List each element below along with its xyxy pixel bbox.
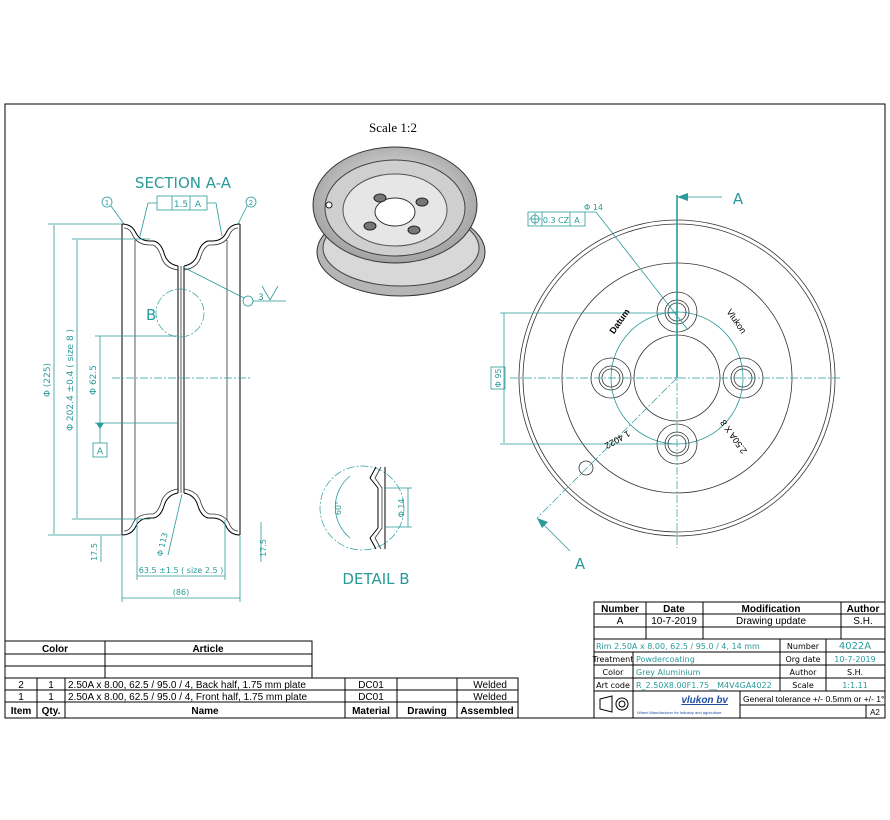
text-label: Treatment (592, 655, 634, 664)
text-label: 1 (48, 680, 54, 691)
drawing-number: 4022A (839, 641, 871, 652)
scale-label: Scale 1:2 (369, 120, 417, 135)
text-label: Material (352, 706, 390, 717)
detail-marker: B (146, 306, 156, 324)
dim-rim-width: 63.5 ±1.5 ( size 2.5 ) (139, 566, 223, 575)
company-logo: vlukon bv (681, 695, 729, 706)
text-label: Item (11, 706, 32, 717)
company-tagline: Wheel Manufacturer for industry and agri… (637, 710, 722, 715)
author-value: S.H. (847, 668, 863, 677)
text-label: Assembled (460, 706, 513, 717)
datum-a: A (97, 447, 104, 457)
position-tolerance-datum: A (574, 216, 580, 225)
projection-symbol-icon (599, 695, 629, 713)
text-label: Art code (596, 681, 630, 690)
section-cut-label-bottom: A (575, 555, 586, 573)
text-label: DC01 (358, 680, 384, 691)
dim-flange-left: 17.5 (90, 543, 99, 561)
text-label: Color (603, 668, 625, 677)
title-block: Number Date Modification Author A 10-7-2… (592, 601, 886, 719)
dim-bead-diameter: Φ 202.4 ±0.4 ( size 8 ) (66, 329, 76, 431)
text-label: 1 (18, 692, 24, 703)
text-label: Name (191, 706, 219, 717)
rev-number-header: Number (601, 604, 639, 615)
section-cut-label-top: A (733, 190, 744, 208)
bom-row: 2 1 2.50A x 8.00, 62.5 / 95.0 / 4, Back … (18, 680, 507, 691)
text-label: Number (787, 642, 820, 651)
bom-header-row: Item Qty. Name Material Drawing Assemble… (11, 706, 514, 717)
section-a-a-view: SECTION A-A B 1.5 A 1 2 3 Φ (225) (43, 174, 286, 602)
runout-value: 1.5 (174, 200, 188, 210)
treatment-value: Powdercoating (636, 655, 695, 664)
balloon-2: 2 (249, 199, 253, 207)
rev-modification: Drawing update (736, 616, 806, 627)
rev-number: A (617, 616, 624, 627)
part-description: Rim 2.50A x 8.00, 62.5 / 95.0 / 4, 14 mm (596, 642, 760, 651)
text-label: 1 (48, 692, 54, 703)
text-label: Drawing (407, 706, 446, 717)
text-label: DC01 (358, 692, 384, 703)
runout-datum: A (195, 200, 202, 210)
bill-of-materials: Color Article 2 1 2.50A x 8.00, 62.5 / 9… (4, 640, 519, 719)
text-label: Author (790, 668, 818, 677)
dim-pcd: Φ 95 (494, 368, 503, 387)
text-label: Scale (792, 681, 814, 690)
rev-author-header: Author (847, 604, 880, 615)
text-label: Welded (473, 680, 507, 691)
text-label: 2.50A x 8.00, 62.5 / 95.0 / 4, Front hal… (68, 692, 307, 703)
detail-b-view: Φ 14 60° DETAIL B (319, 465, 412, 588)
text-label: Welded (473, 692, 507, 703)
text-label: Qty. (42, 706, 61, 717)
color-value: Grey Aluminium (636, 668, 701, 677)
rev-author: S.H. (853, 616, 872, 627)
text-label: Org date (785, 655, 820, 664)
text-label: 2 (18, 680, 24, 691)
dim-flange-right: 17.5 (259, 539, 268, 557)
detail-title: DETAIL B (342, 570, 409, 588)
dim-hole-diameter: Φ 14 (584, 203, 603, 212)
balloon-3: 3 (258, 293, 264, 303)
rev-date: 10-7-2019 (651, 616, 697, 627)
section-title: SECTION A-A (135, 174, 232, 192)
dim-centre-bore: Φ 62.5 (89, 365, 99, 395)
dim-overall-width: (86) (173, 588, 189, 597)
sheet-size: A2 (870, 708, 880, 717)
bom-article-header: Article (192, 644, 224, 655)
scale-value: 1:1.11 (842, 681, 868, 690)
dim-outer-diameter: Φ (225) (43, 363, 53, 397)
bom-color-header: Color (42, 644, 68, 655)
position-tolerance: 0.3 CZ (543, 216, 570, 225)
org-date: 10-7-2019 (834, 655, 875, 664)
rim-3d-render (312, 146, 486, 297)
rev-modification-header: Modification (742, 604, 801, 615)
balloon-1: 1 (105, 199, 109, 207)
text-label: 2.50A x 8.00, 62.5 / 95.0 / 4, Back half… (68, 680, 306, 691)
general-tolerance: General tolerance +/- 0.5mm or +/- 1° (743, 694, 884, 704)
detail-angle: 60° (334, 501, 343, 515)
rev-date-header: Date (663, 604, 685, 615)
artcode-value: R_2.50X8.00F1.75__M4V4GA4022 (636, 681, 772, 690)
bom-row: 1 1 2.50A x 8.00, 62.5 / 95.0 / 4, Front… (18, 692, 507, 703)
detail-diameter: Φ 14 (397, 498, 406, 517)
